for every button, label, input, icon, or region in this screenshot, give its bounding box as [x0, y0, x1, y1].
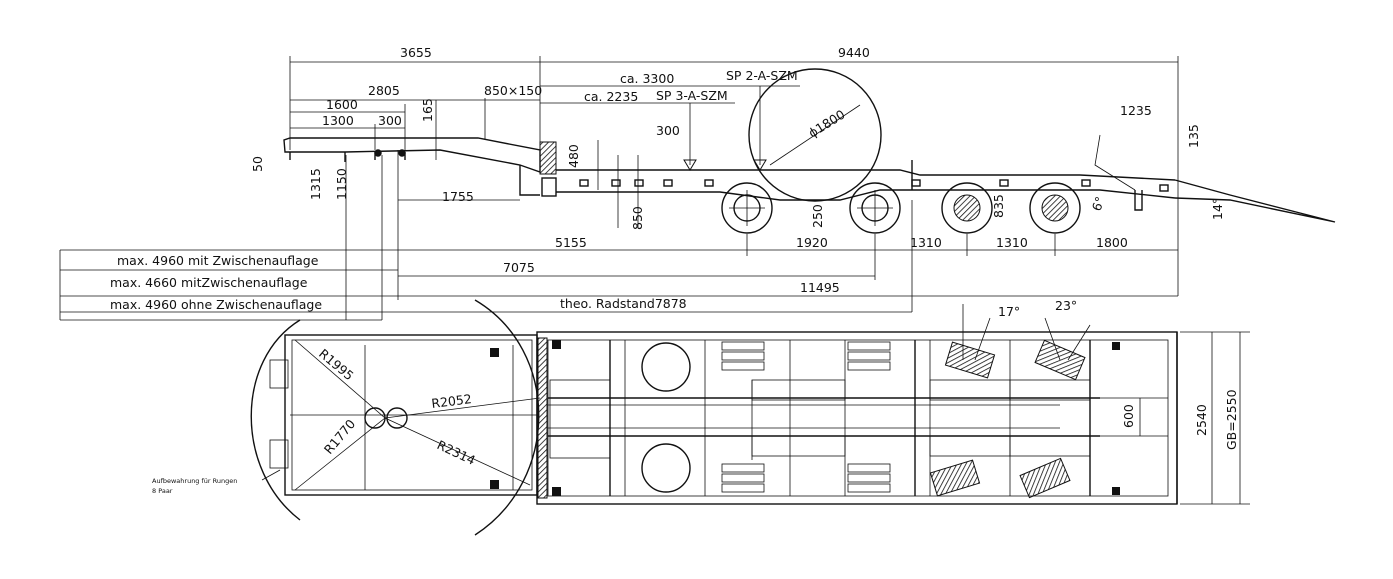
diameter-line — [769, 104, 861, 166]
dim-1235: 1235 — [1120, 103, 1152, 118]
radius-lines — [294, 339, 541, 491]
dim-850: 850 — [630, 206, 645, 230]
wheel-set — [721, 182, 1081, 234]
kingpin-2 — [386, 407, 408, 429]
dim-480: 480 — [566, 144, 581, 168]
gooseneck — [283, 137, 541, 196]
dim-135: 135 — [1186, 124, 1201, 148]
dim-1300: 1300 — [322, 113, 354, 128]
dim-3655: 3655 — [400, 45, 432, 60]
dim-5155: 5155 — [555, 235, 587, 250]
plan-coupling-plate — [537, 337, 548, 499]
dim-1600: 1600 — [326, 97, 358, 112]
dim-300b: 300 — [656, 123, 680, 138]
table-row-3: max. 4960 ohne Zwischenauflage — [110, 297, 322, 312]
note-ca3300: ca. 3300 — [620, 71, 674, 86]
angle-indicators — [962, 304, 1091, 361]
turntable-top — [641, 342, 691, 392]
dimension-lines-top — [289, 56, 1179, 180]
dim-1150: 1150 — [334, 168, 349, 200]
gooseneck-block — [539, 141, 557, 175]
dim-1755: 1755 — [442, 189, 474, 204]
dim-14-deg: 14° — [1210, 198, 1225, 220]
dim-1310-b: 1310 — [996, 235, 1028, 250]
turntable-bottom — [641, 443, 691, 493]
dim-50: 50 — [250, 156, 265, 172]
storage-leader — [261, 469, 281, 481]
dim-6-deg: 6° — [1089, 195, 1108, 213]
dim-gb-2550: GB=2550 — [1224, 389, 1239, 450]
tank-outline — [748, 68, 882, 202]
radius-r1995: R1995 — [316, 346, 357, 384]
suspension-airbags — [721, 341, 891, 493]
dim-2805: 2805 — [368, 83, 400, 98]
dim-250: 250 — [810, 204, 825, 228]
wheel-2 — [849, 182, 901, 234]
side-view: 3655 9440 2805 850×150 1600 1300 300 165… — [59, 45, 1336, 321]
note-sp3: SP 3-A-SZM — [656, 88, 728, 103]
note-ca2235: ca. 2235 — [584, 89, 638, 104]
support-leg — [541, 177, 557, 197]
dimension-lines-bottom — [59, 150, 1179, 321]
dim-835: 835 — [991, 194, 1006, 218]
dim-9440: 9440 — [838, 45, 870, 60]
steered-wheels — [929, 339, 1086, 499]
dim-1315: 1315 — [308, 168, 323, 200]
storage-note-line1: Aufbewahrung für Rungen — [152, 477, 237, 485]
dim-1310-a: 1310 — [910, 235, 942, 250]
table-row-2: max. 4660 mitZwischenauflage — [110, 275, 308, 290]
plan-view: R1995 R2052 R1770 R2314 17° 23° — [152, 298, 1250, 536]
plan-dimension-lines — [1139, 331, 1250, 505]
wheel-3 — [941, 182, 993, 234]
arc-front — [250, 319, 301, 521]
main-frame — [556, 140, 1176, 228]
radius-r2052: R2052 — [431, 391, 473, 411]
dim-diameter-1800: ϕ1800 — [806, 107, 848, 141]
wheel-1 — [721, 182, 773, 234]
note-table: max. 4960 mit Zwischenauflage max. 4660 … — [110, 253, 322, 312]
storage-note-line2: 8 Paar — [152, 487, 173, 495]
loading-ramp — [1094, 134, 1336, 223]
dim-850x150: 850×150 — [484, 83, 542, 98]
dim-11495: 11495 — [800, 280, 840, 295]
angle-17: 17° — [998, 304, 1020, 319]
dim-2540: 2540 — [1194, 404, 1209, 436]
angle-23: 23° — [1055, 298, 1077, 313]
plan-frame — [269, 331, 1178, 505]
dim-1800: 1800 — [1096, 235, 1128, 250]
radius-r2314: R2314 — [435, 437, 478, 468]
radius-r1770: R1770 — [321, 416, 359, 457]
kingpin-1 — [364, 407, 386, 429]
dim-300: 300 — [378, 113, 402, 128]
dim-165: 165 — [420, 98, 435, 122]
wheel-4 — [1029, 182, 1081, 234]
dim-600: 600 — [1121, 404, 1136, 428]
dim-7075: 7075 — [503, 260, 535, 275]
dim-1920: 1920 — [796, 235, 828, 250]
table-row-1: max. 4960 mit Zwischenauflage — [117, 253, 319, 268]
note-wheelbase: theo. Radstand7878 — [560, 296, 687, 311]
corner-pads — [490, 340, 1120, 496]
